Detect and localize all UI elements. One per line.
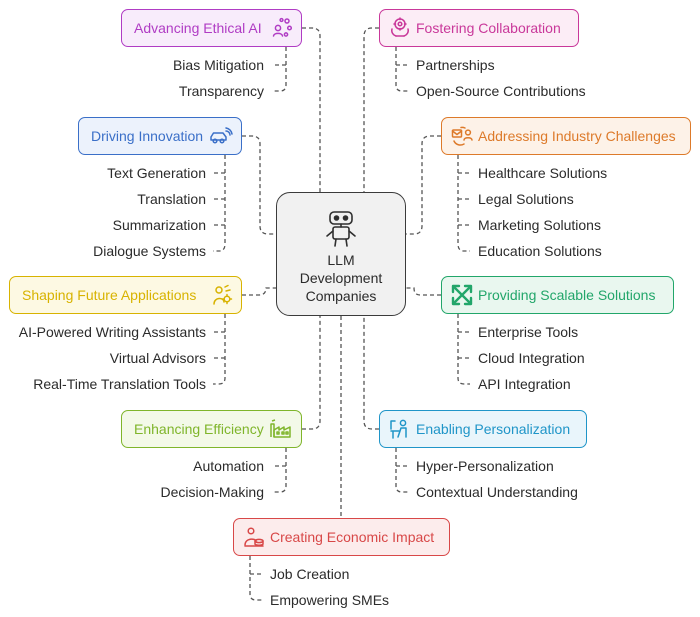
branch-title: Driving Innovation — [91, 128, 204, 144]
connector-line — [249, 556, 264, 601]
brain-gear-icon — [389, 17, 411, 39]
center-title-line: Companies — [305, 288, 377, 304]
connector-line — [395, 448, 410, 493]
connector-line — [395, 47, 410, 92]
subitem-cloud-integration: Cloud Integration — [478, 350, 585, 366]
branch-title: Fostering Collaboration — [416, 20, 561, 36]
subitem-virtual-advisors: Virtual Advisors — [109, 350, 206, 366]
connector-line — [213, 314, 226, 385]
subitem-education: Education Solutions — [478, 243, 602, 259]
branch-title: Creating Economic Impact — [270, 529, 435, 545]
subitem-transparency: Transparency — [178, 83, 264, 99]
connector-line — [272, 448, 287, 493]
connector-line — [213, 155, 226, 252]
branch-title: Providing Scalable Solutions — [478, 287, 656, 303]
factory-icon — [269, 419, 293, 439]
subitem-partnerships: Partnerships — [416, 57, 495, 73]
connector-line — [272, 47, 287, 92]
subitem-bias-mitigation: Bias Mitigation — [172, 57, 264, 73]
subitem-healthcare: Healthcare Solutions — [478, 165, 608, 181]
connector-line — [406, 287, 441, 296]
center-title: LLM Development Companies — [300, 251, 383, 305]
expand-arrows-icon — [451, 284, 473, 306]
subitem-text-generation: Text Generation — [107, 165, 206, 181]
subitem-open-source: Open-Source Contributions — [416, 83, 586, 99]
car-signal-icon — [209, 126, 233, 146]
subitem-job-creation: Job Creation — [270, 566, 350, 582]
subitem-marketing: Marketing Solutions — [478, 217, 601, 233]
subitem-enterprise-tools: Enterprise Tools — [478, 324, 579, 340]
refresh-person-icon — [451, 126, 475, 146]
branch-title: Enabling Personalization — [416, 421, 571, 437]
subitem-legal: Legal Solutions — [478, 191, 574, 207]
branch-node-efficiency: Enhancing Efficiency — [121, 410, 302, 448]
subitem-api-integration: API Integration — [478, 376, 571, 392]
branch-node-industry: Addressing Industry Challenges — [441, 117, 691, 155]
robot-icon — [326, 211, 356, 247]
person-desk-icon — [389, 418, 411, 440]
connector-line — [302, 316, 321, 430]
subitem-translation-tools: Real-Time Translation Tools — [33, 376, 206, 392]
subitem-dialogue-systems: Dialogue Systems — [93, 243, 206, 259]
branch-title: Advancing Ethical AI — [134, 20, 262, 36]
connector-line — [457, 155, 470, 252]
connector-line — [457, 314, 470, 385]
people-network-icon — [271, 17, 293, 39]
branch-node-economic: Creating Economic Impact — [233, 518, 450, 556]
connector-line — [363, 316, 379, 430]
branch-node-future: Shaping Future Applications — [9, 276, 242, 314]
connector-line — [302, 27, 321, 192]
subitem-translation: Translation — [137, 191, 206, 207]
subitem-summarization: Summarization — [112, 217, 206, 233]
connector-line — [242, 135, 276, 235]
branch-node-collaboration: Fostering Collaboration — [379, 9, 579, 47]
branch-title: Enhancing Efficiency — [134, 421, 264, 437]
subitem-hyper-personalization: Hyper-Personalization — [416, 458, 554, 474]
person-coins-icon — [243, 526, 265, 548]
branch-node-ethical-ai: Advancing Ethical AI — [121, 9, 302, 47]
connector-line — [242, 287, 276, 296]
subitem-decision-making: Decision-Making — [160, 484, 264, 500]
branch-title: Addressing Industry Challenges — [478, 128, 676, 144]
branch-title: Shaping Future Applications — [22, 287, 197, 303]
center-title-line: Development — [299, 270, 383, 286]
subitem-automation: Automation — [193, 458, 264, 474]
branch-node-scalable: Providing Scalable Solutions — [441, 276, 674, 314]
connector-line — [406, 135, 441, 235]
subitem-writing-assistants: AI-Powered Writing Assistants — [18, 324, 206, 340]
person-gear-icon — [211, 284, 233, 306]
connector-line — [363, 27, 379, 192]
branch-node-innovation: Driving Innovation — [78, 117, 242, 155]
subitem-empowering-smes: Empowering SMEs — [270, 592, 390, 608]
subitem-contextual-understanding: Contextual Understanding — [416, 484, 578, 500]
branch-node-personalization: Enabling Personalization — [379, 410, 587, 448]
center-node: LLM Development Companies — [276, 192, 406, 316]
center-title-line: LLM — [327, 252, 355, 268]
